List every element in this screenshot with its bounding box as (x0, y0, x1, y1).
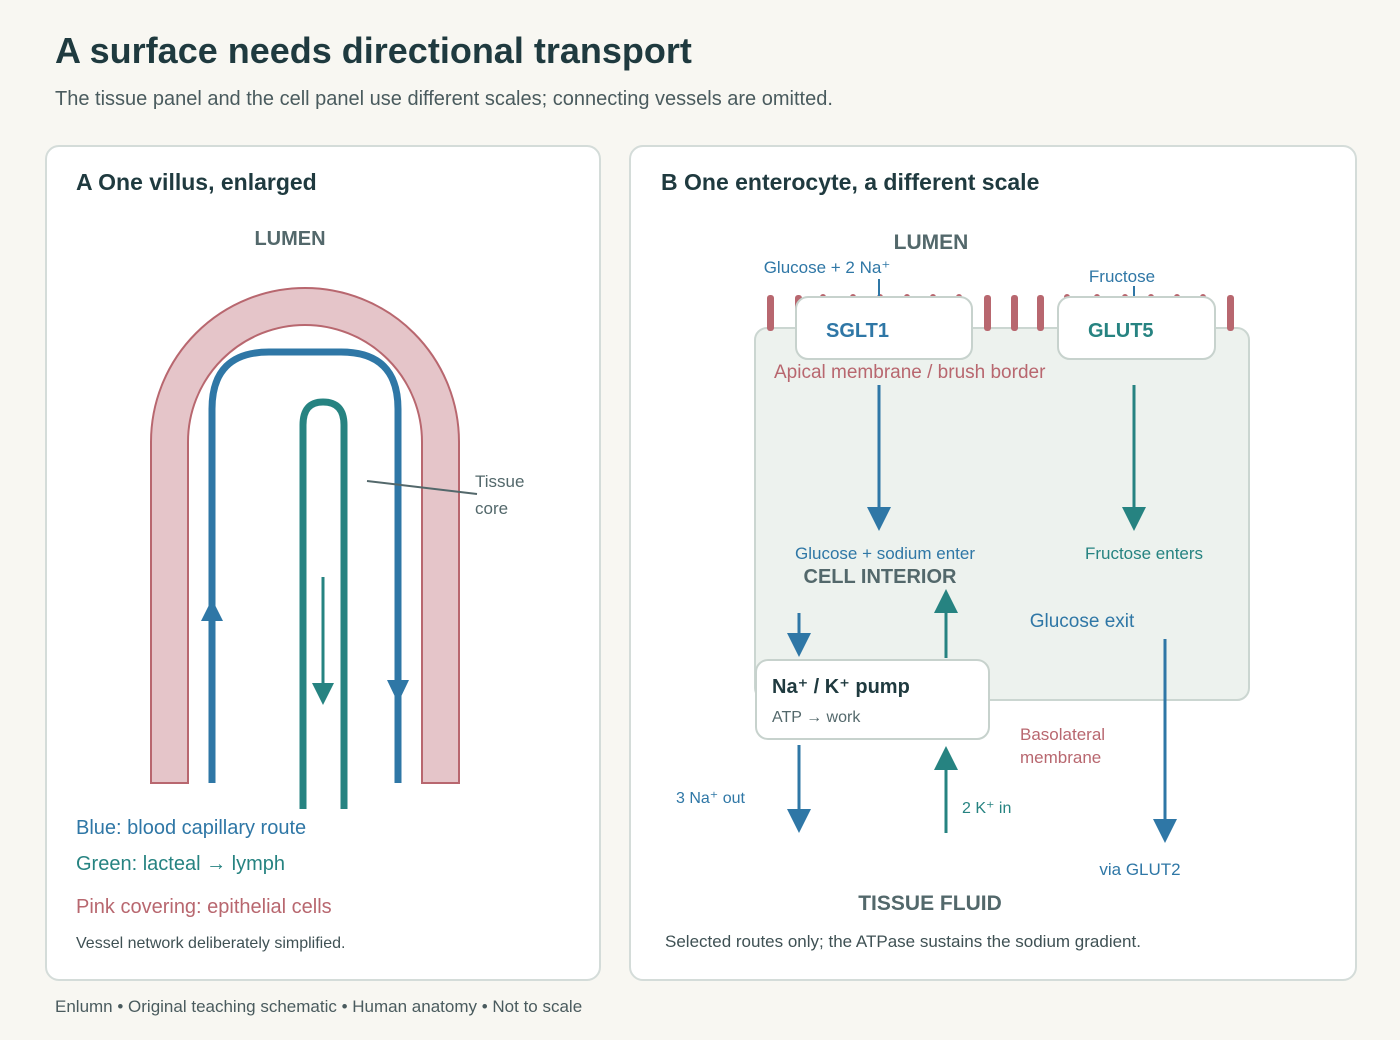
fructose-enters-label: Fructose enters (1085, 544, 1203, 563)
panel-b-title: B One enterocyte, a different scale (661, 169, 1039, 195)
capillary-up-arrow (201, 599, 223, 621)
microvillus (1011, 295, 1018, 331)
microvillus (984, 295, 991, 331)
panel-b-note: Selected routes only; the ATPase sustain… (665, 932, 1141, 951)
enterocyte-diagram: B One enterocyte, a different scale LUME… (661, 169, 1250, 951)
page-title: A surface needs directional transport (55, 30, 692, 71)
legend-pink: Pink covering: epithelial cells (76, 896, 332, 918)
footer: Enlumn • Original teaching schematic • H… (55, 997, 583, 1016)
tissue-fluid-label: TISSUE FLUID (858, 892, 1002, 915)
cell-interior-label: CELL INTERIOR (804, 566, 958, 588)
apical-membrane-label: Apical membrane / brush border (774, 362, 1046, 383)
microvillus (1227, 295, 1234, 331)
microvillus (767, 295, 774, 331)
k-in-arrow (934, 746, 958, 770)
enterocyte-cell (754, 327, 1250, 701)
legend-green: Green: lacteal → lymph (76, 853, 285, 875)
glucose-sodium-enter-label: Glucose + sodium enter (795, 544, 975, 563)
glucose-exit-label: Glucose exit (1030, 611, 1135, 632)
na-k-pump (755, 659, 990, 740)
basolateral-label-1: Basolateral (1020, 725, 1105, 744)
pump-subtitle: ATP → work (772, 709, 861, 726)
villus-diagram: A One villus, enlarged LUMEN Tissue core… (76, 169, 524, 952)
sglt1-transporter (795, 296, 973, 360)
glut5-label: GLUT5 (1088, 320, 1154, 342)
blood-capillary (208, 348, 402, 783)
page-subtitle: The tissue panel and the cell panel use … (55, 88, 833, 110)
sglt1-entry-arrow (867, 507, 891, 531)
glucose-input-label: Glucose + 2 Na⁺ (764, 258, 891, 277)
panel-a-title: A One villus, enlarged (76, 169, 317, 195)
glut5-transporter (1057, 296, 1216, 360)
microvillus (1037, 295, 1044, 331)
sglt1-label: SGLT1 (826, 320, 889, 342)
panel-a-note: Vessel network deliberately simplified. (76, 935, 345, 952)
na-out-label: 3 Na⁺ out (676, 790, 745, 807)
lacteal (299, 398, 348, 809)
k-in-label: 2 K⁺ in (962, 800, 1011, 817)
na-out-arrow (787, 809, 811, 833)
panel-villus: A One villus, enlarged LUMEN Tissue core… (45, 145, 601, 981)
na-to-pump-arrow (787, 633, 811, 657)
k-into-cell-arrow (934, 589, 958, 613)
tissue-core-leader (366, 480, 478, 495)
cell-lumen-label: LUMEN (894, 231, 969, 254)
via-glut2-label: via GLUT2 (1099, 860, 1180, 879)
basolateral-label-2: membrane (1020, 748, 1101, 767)
epithelial-covering (150, 287, 460, 784)
villus-lumen-label: LUMEN (254, 228, 325, 250)
pump-title: Na⁺ / K⁺ pump (772, 676, 910, 698)
glucose-exit-arrow (1153, 819, 1177, 843)
glut5-entry-arrow (1122, 507, 1146, 531)
fructose-input-label: Fructose (1089, 267, 1155, 286)
panel-enterocyte: B One enterocyte, a different scale LUME… (629, 145, 1357, 981)
tissue-core-label-2: core (475, 499, 508, 518)
legend-blue: Blue: blood capillary route (76, 817, 306, 839)
tissue-core-label-1: Tissue (475, 472, 524, 491)
capillary-down-arrow (387, 680, 409, 703)
lacteal-flow-arrow (312, 683, 334, 705)
